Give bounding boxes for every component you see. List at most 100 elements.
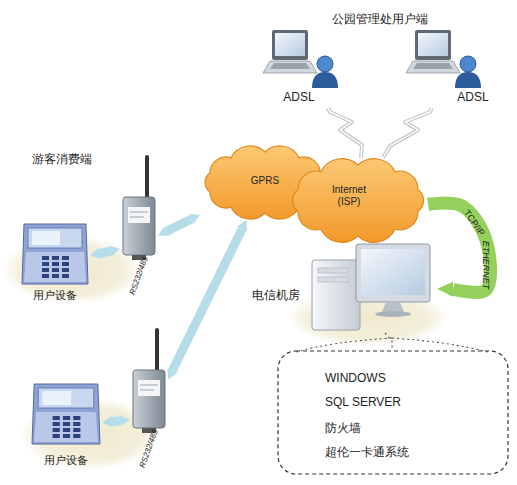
arrow-connector [100,251,110,253]
user-head [460,56,476,72]
leader-line [392,338,488,352]
device-key [52,256,59,260]
device-key [63,428,70,432]
device-display [32,231,60,245]
arrow-connector [428,203,491,292]
device-key [62,256,69,260]
arrow-head [90,248,101,259]
node-text: 用户设备 [22,289,88,302]
connector-group [428,203,491,297]
free-label: 公园管理处用户端 [332,12,428,26]
laptop-keyboard [270,63,310,69]
free-label: ETHERNET [481,241,492,290]
laptop-client: ADSL [262,28,352,108]
gprs-modem: RS232/485 [130,368,168,468]
user-device: 用户设备 [30,382,102,470]
laptop-base [406,61,460,73]
device-key [52,268,59,272]
device-top-panel [38,388,94,408]
device-display [42,391,71,405]
connector-group [90,246,120,259]
leader-line [296,338,392,352]
free-label: 游客消费端 [32,152,92,166]
arrow-head [237,220,247,231]
arrow-connector [172,229,242,370]
cloud-shape [293,159,424,243]
node-text: 超伦一卡通系统 [325,445,505,459]
network-cloud: Internet (ISP) [288,158,428,243]
drive-bay [318,277,348,282]
server-tower [312,260,360,330]
node-text: 电信机房 [252,288,312,302]
monitor-frame [356,244,430,302]
device-key [73,434,80,438]
user-head [317,56,333,72]
device-key [63,434,70,438]
device-key [62,268,69,272]
node-text: SQL SERVER [325,395,505,409]
laptop-lid [415,30,451,60]
device-key [53,422,60,426]
antenna [155,328,159,372]
connector-group [385,333,392,350]
device-key [53,428,60,432]
arrow-head [189,214,200,224]
device-key [42,268,49,272]
device-key [62,274,69,278]
device-body [32,384,100,444]
device-top-panel [28,228,82,248]
device-key [52,274,59,278]
device-body [22,224,88,284]
node-text: WINDOWS [325,371,505,385]
device-key [73,428,80,432]
sticker-line [130,212,148,213]
device-keypad-panel [24,252,86,282]
monitor-stand [382,302,404,312]
server-shape [252,240,437,333]
arrow-head [109,246,120,257]
node-text: Internet (ISP) [323,184,375,208]
user-body [455,72,481,88]
software-box: WINDOWS SQL SERVER 防火墙超伦一卡通系统 [277,350,509,475]
user-device: 用户设备 [20,222,90,304]
laptop-base [263,61,317,73]
connector-group [158,214,200,236]
arrow-head [437,282,453,297]
node-text: ADSL [278,90,320,104]
arrow-head [120,415,130,426]
node-text: ADSL [452,90,494,104]
dashed-border [278,351,508,474]
node-text: GPRS [242,175,288,187]
laptop-lid [272,30,308,60]
device-key [73,416,80,420]
device-key [42,274,49,278]
connector-group [328,108,362,158]
node-text: 用户设备 [33,454,99,467]
laptop-screen [418,33,448,56]
arrow-head [158,226,169,236]
sticker-line [140,390,154,391]
leader-connector [385,333,392,350]
device-key [53,416,60,420]
wireless-link [328,108,362,158]
sticker-line [140,385,158,386]
sticker-line [130,217,144,218]
device-key [42,256,49,260]
device-key [52,262,59,266]
device-keypad-panel [34,412,98,442]
antenna [145,155,149,199]
monitor-screen [361,249,425,295]
wireless-link [383,108,432,158]
laptop-screen [275,33,305,56]
edge-label: TCP/IP [461,208,486,238]
wireless-link-core [383,108,432,158]
arrow-connector [167,219,191,231]
modem-sticker [128,207,150,223]
server-room: 电信机房 [252,240,437,333]
node-text: 防火墙 [325,421,505,435]
wireless-link-core [328,108,362,158]
device-key [53,434,60,438]
laptop-keyboard [413,63,453,69]
